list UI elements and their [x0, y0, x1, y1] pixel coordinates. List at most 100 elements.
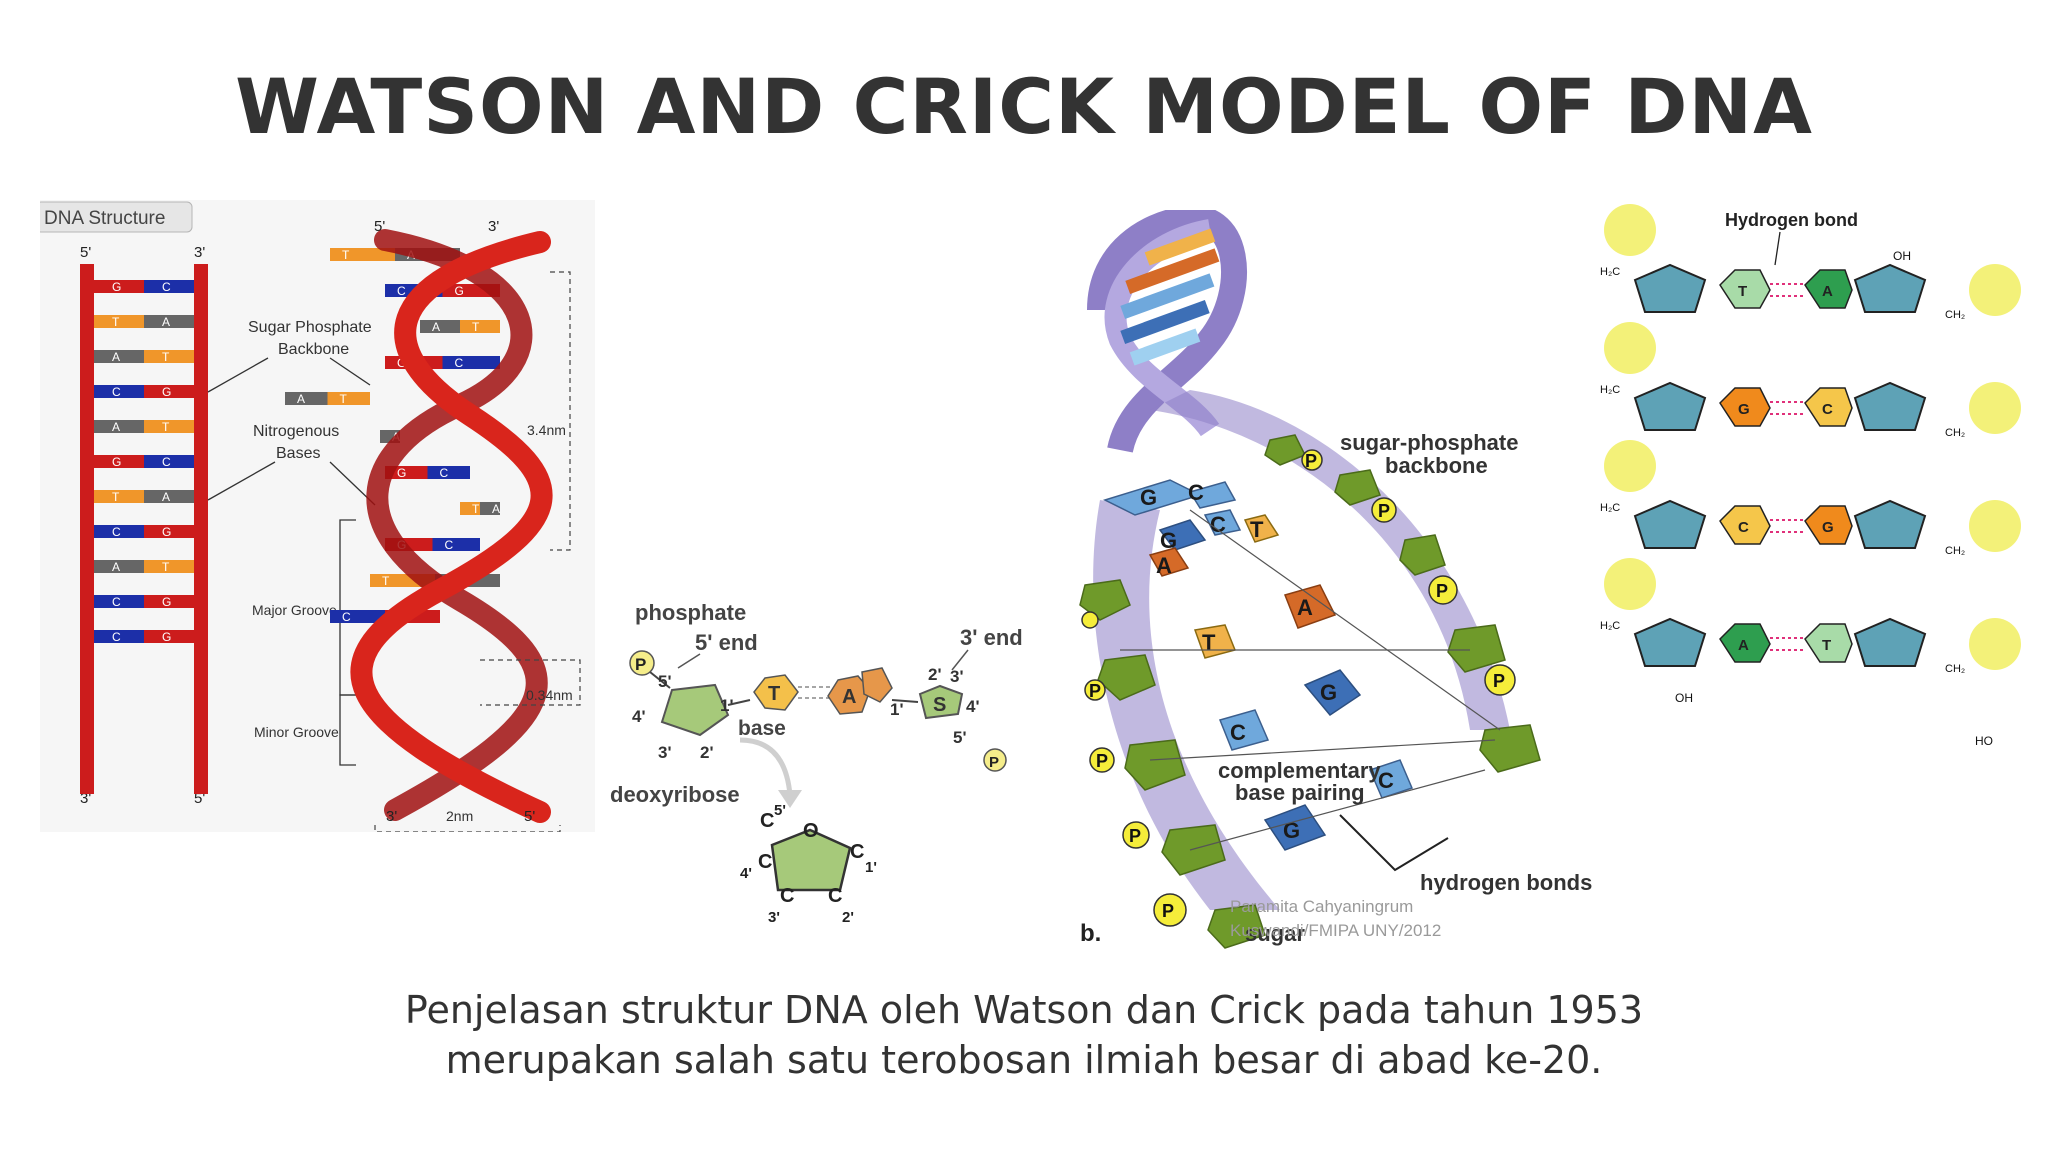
ring-c1-label: 1': [865, 859, 877, 876]
ladder-3-bottom: 3': [80, 790, 91, 807]
helix-back-strand: [366, 229, 548, 821]
left-backbone-ribbon: [1093, 500, 1280, 910]
ring-c2-label: 2': [842, 909, 854, 926]
rung-line-3: [1149, 739, 1496, 761]
ladder-base-letter: A: [162, 315, 170, 329]
helix-5-top: 5': [374, 218, 385, 235]
deoxyribose-ring: [770, 828, 852, 892]
base-letter-left: C: [1738, 519, 1749, 536]
ladder-5-top: 5': [80, 244, 91, 261]
phosphate-label: phosphate: [635, 600, 746, 625]
top-oh-label: OH: [1893, 249, 1911, 263]
structure-tab: [40, 201, 193, 233]
adenine-base-ring1: [827, 675, 871, 715]
thymine-base: [753, 674, 799, 711]
svg-text:P: P: [1162, 901, 1174, 921]
ladder-base-letter: G: [162, 595, 171, 609]
pitch-label: 3.4nm: [527, 422, 566, 438]
phosphate-p-left: P: [635, 655, 646, 674]
credit-line1: Paramita Cahyaningrum: [1230, 897, 1413, 916]
sugar-right-1: 1': [890, 700, 904, 719]
ladder-base-right: [144, 315, 194, 328]
ladder-base-letter: C: [162, 455, 171, 469]
base-right: [1804, 505, 1853, 545]
hbond-pointer: [1339, 814, 1449, 872]
helix-base-left: [285, 392, 328, 405]
label-major-groove: Major Groove: [252, 602, 337, 618]
helix-base-letter: T: [472, 320, 480, 334]
ladder-base-right: [144, 420, 194, 433]
deoxyribose-label: deoxyribose: [610, 782, 740, 807]
sugar-right-2: 2': [928, 665, 942, 684]
ch2-label: CH₂: [1945, 427, 1965, 439]
ladder-base-right: [144, 560, 194, 573]
phosphate-right: [1969, 264, 2021, 316]
width-label: 2nm: [446, 808, 473, 824]
adenine-label: A: [842, 686, 856, 708]
hydrogen-bond-label: Hydrogen bond: [1725, 210, 1858, 230]
base-letter-left: G: [1738, 401, 1750, 418]
deoxyribose-sugar-left: [660, 683, 730, 737]
label-bases-line1: Nitrogenous: [253, 423, 339, 440]
svg-text:P: P: [1436, 581, 1448, 601]
caption-line1: Penjelasan struktur DNA oleh Watson dan …: [404, 988, 1644, 1032]
thymine-label: T: [768, 683, 780, 705]
svg-text:P: P: [1305, 451, 1317, 471]
helix-3-top: 3': [488, 218, 499, 235]
svg-text:P: P: [1493, 671, 1505, 691]
ladder-base-left: [94, 595, 144, 608]
ring-oxygen: O: [803, 820, 819, 842]
ladder-base-letter: T: [162, 560, 170, 574]
rise-label: 0.34nm: [526, 687, 573, 703]
sugar-left-3: 3': [658, 743, 672, 762]
svg-text:C: C: [1210, 512, 1226, 537]
base-right: [1804, 623, 1853, 663]
sugar-right-3: 3': [950, 667, 964, 686]
svg-text:C: C: [1188, 480, 1204, 505]
ladder-base-left: [94, 315, 144, 328]
sugar-right-4: 4': [966, 697, 980, 716]
rise-dimension-line: [480, 659, 581, 706]
ladder-base-right: [144, 350, 194, 363]
end3-pointer: [951, 649, 969, 671]
base-left: [1719, 269, 1771, 309]
pairing-label-line2: base pairing: [1235, 780, 1365, 805]
base-letter-right: A: [1822, 283, 1833, 300]
pairing-label-line1: complementary: [1218, 758, 1381, 783]
helix-base-left: [420, 320, 460, 333]
ladder-base-letter: T: [162, 420, 170, 434]
bottom-ho-label: HO: [1975, 734, 1993, 748]
helix-base-letter: A: [492, 502, 500, 516]
phosphate-right: [1969, 382, 2021, 434]
ladder-base-letter: T: [162, 350, 170, 364]
rung-line-1: [1189, 509, 1501, 731]
sugar-right: [1853, 381, 1927, 431]
ladder-base-left: [94, 280, 144, 293]
phosphate-circle-right: [983, 748, 1007, 772]
ring-c4-label: 4': [740, 865, 752, 882]
end3-label: 3' end: [960, 625, 1023, 650]
ladder-base-left: [94, 385, 144, 398]
ladder-base-right: [144, 630, 194, 643]
sugar-right-label: S: [933, 694, 946, 716]
svg-text:G: G: [1283, 818, 1300, 843]
structure-tab-label: DNA Structure: [44, 208, 165, 229]
base-left: [1719, 623, 1771, 663]
base-left: [1719, 505, 1771, 545]
deoxyribose-sugar-right: [918, 684, 964, 720]
helix-base-letter: C: [342, 610, 351, 624]
ch2-label: CH₂: [1945, 309, 1965, 321]
svg-text:P: P: [1378, 501, 1390, 521]
label-minor-groove: Minor Groove: [254, 724, 339, 740]
helix-base-letter: G: [397, 356, 406, 370]
caption: Penjelasan struktur DNA oleh Watson dan …: [0, 985, 2048, 1085]
ladder-base-letter: C: [162, 280, 171, 294]
width-dimension-line: [374, 825, 561, 832]
label-bases-line2: Bases: [276, 445, 320, 462]
ladder-base-letter: C: [112, 595, 121, 609]
helix-base-letter: A: [432, 320, 440, 334]
helix-base-letter: T: [472, 502, 480, 516]
ladder-base-letter: G: [112, 280, 121, 294]
ladder-base-left: [94, 420, 144, 433]
helix-base-right: [432, 538, 480, 551]
